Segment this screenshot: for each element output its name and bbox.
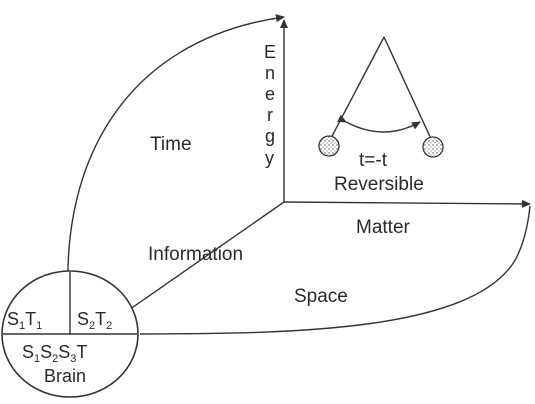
energy-letter-2: n xyxy=(265,63,275,83)
brain-cell-s1t1: S1T1 xyxy=(7,309,42,332)
pendulum-caption: Reversible xyxy=(334,174,424,195)
space-curve xyxy=(139,205,531,335)
pendulum-bob-right xyxy=(422,136,444,158)
energy-letter-6: y xyxy=(265,148,274,168)
brain xyxy=(1,270,139,398)
brain-label: Brain xyxy=(44,366,86,386)
matter-axis xyxy=(283,199,531,208)
energy-letter-1: E xyxy=(264,42,276,62)
information-label: Information xyxy=(148,244,243,265)
brain-cell-s2t2: S2T2 xyxy=(77,309,112,332)
brain-cell-s1s2s3t: S1S2S3T xyxy=(22,342,87,365)
pendulum xyxy=(318,36,444,158)
pendulum-string-left xyxy=(329,36,385,141)
energy-letter-3: e xyxy=(265,84,275,104)
space-label: Space xyxy=(294,286,348,307)
time-label: Time xyxy=(150,134,192,155)
information-line xyxy=(125,201,285,313)
energy-letter-4: r xyxy=(267,105,273,125)
pendulum-bob-left xyxy=(318,135,340,157)
pendulum-string-right xyxy=(383,36,433,142)
energy-letter-5: g xyxy=(265,126,275,146)
energy-label: E n e r g y xyxy=(264,42,276,168)
swing-arc xyxy=(337,114,421,133)
matter-label: Matter xyxy=(356,217,411,238)
pendulum-equation: t=-t xyxy=(359,150,388,171)
time-curve xyxy=(67,14,285,319)
